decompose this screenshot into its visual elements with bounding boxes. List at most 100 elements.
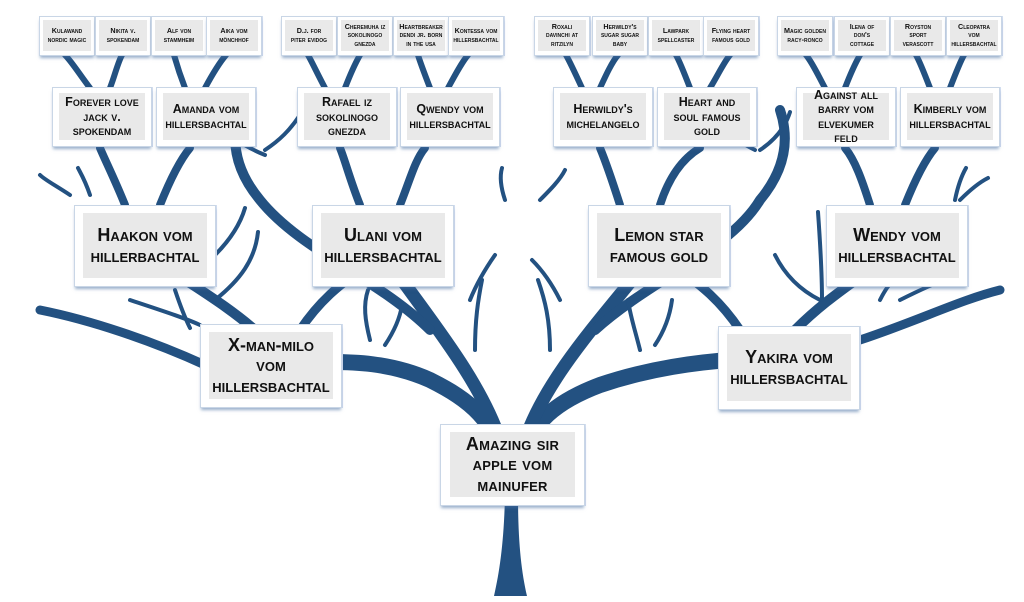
subject-name: Amazing Sir Apple vom Mainufer: [465, 433, 560, 495]
card-panel: Herwildy's Michelangelo: [559, 93, 647, 141]
great-great-grandparent-card[interactable]: Magic Golden Racy-Ronco: [777, 16, 833, 56]
branch-kimberly-to-cleopatra: [947, 52, 967, 91]
great-grandparent-name: Against All Barry vom Elvekumer Feld: [814, 87, 878, 146]
great-grandparent-card[interactable]: Rafael Iz Sokolinogo Gnezda: [297, 87, 397, 147]
grandparent-card[interactable]: Lemon Star Famous Gold: [588, 205, 730, 287]
twig: [363, 288, 372, 342]
great-grandparent-card[interactable]: Herwildy's Michelangelo: [553, 87, 653, 147]
great-grandparent-card[interactable]: Against All Barry vom Elvekumer Feld: [796, 87, 896, 147]
dam-name: Yakira vom Hillersbachtal: [730, 346, 848, 388]
twig: [758, 110, 792, 152]
great-grandparent-card[interactable]: Heart And Soul Famous Gold: [657, 87, 757, 147]
great-great-grandparent-name: Alf von Stammheim: [163, 26, 195, 44]
twig: [128, 298, 202, 327]
twig: [468, 253, 497, 302]
twig: [626, 298, 642, 352]
card-panel: Amanda vom Hillersbachtal: [162, 93, 250, 141]
card-panel: Wendy vom Hillersbachtal: [835, 213, 959, 278]
twig: [263, 113, 302, 152]
twig: [538, 168, 567, 202]
great-grandparent-name: Forever Love Jack v. Spokendam: [65, 95, 139, 138]
great-grandparent-name: Heart And Soul Famous Gold: [673, 95, 741, 138]
great-great-grandparent-name: Flying Heart Famous Gold: [711, 26, 751, 44]
twig: [653, 298, 674, 347]
card-panel: X-Man-Milo vom Hillersbachtal: [209, 332, 333, 399]
sire-card[interactable]: X-Man-Milo vom Hillersbachtal: [200, 324, 342, 408]
great-great-grandparent-card[interactable]: Roxali Davinchi at Ritzilyn: [534, 16, 590, 56]
card-panel: Herwildy's Sugar Sugar Baby: [596, 20, 644, 52]
great-great-grandparent-card[interactable]: D.J. for Piter Evidog: [281, 16, 337, 56]
card-panel: Kontessa vom Hillersbachtal: [452, 20, 500, 52]
great-great-grandparent-card[interactable]: Cleopatra vom Hillersbachtal: [946, 16, 1002, 56]
great-great-grandparent-name: Kulawand Nordic Magic: [47, 26, 87, 44]
dam-card[interactable]: Yakira vom Hillersbachtal: [718, 326, 860, 410]
card-panel: Kimberly vom Hillersbachtal: [906, 93, 994, 141]
great-grandparent-card[interactable]: Qwendy vom Hillersbachtal: [400, 87, 500, 147]
branch-rafael-to-dj: [305, 52, 328, 91]
great-great-grandparent-name: Aika vom Mönchhof: [219, 26, 249, 44]
grandparent-name: Lemon Star Famous Gold: [609, 224, 709, 266]
card-panel: Alf von Stammheim: [155, 20, 203, 52]
branch-kimberly-to-royston: [913, 52, 933, 91]
card-panel: Cleopatra vom Hillersbachtal: [950, 20, 998, 52]
card-panel: Royston Sport Verascott: [894, 20, 942, 52]
card-panel: Ulani vom Hillersbachtal: [321, 213, 445, 278]
card-panel: Qwendy vom Hillersbachtal: [406, 93, 494, 141]
great-great-grandparent-name: Kontessa vom Hillersbachtal: [453, 26, 499, 44]
twig: [213, 206, 247, 257]
grandparent-card[interactable]: Wendy vom Hillersbachtal: [826, 205, 968, 287]
great-great-grandparent-name: D.J. for Piter Evidog: [290, 26, 328, 44]
grandparent-card[interactable]: Ulani vom Hillersbachtal: [312, 205, 454, 287]
card-panel: Amazing Sir Apple vom Mainufer: [449, 432, 576, 497]
great-great-grandparent-card[interactable]: Alf von Stammheim: [151, 16, 207, 56]
branch-wendy-to-against: [841, 144, 874, 209]
branch-qwendy-to-heartbreaker: [415, 52, 433, 91]
great-great-grandparent-card[interactable]: Nikita v. Spokendam: [95, 16, 151, 56]
twig: [953, 166, 968, 202]
card-panel: Cheremuha Iz Sokolinogo Gnezda: [341, 20, 389, 52]
branch-haakon-to-amanda: [156, 144, 194, 209]
card-panel: Rafael Iz Sokolinogo Gnezda: [303, 93, 391, 141]
great-great-grandparent-card[interactable]: Aika vom Mönchhof: [206, 16, 262, 56]
great-great-grandparent-name: Herwildy's Sugar Sugar Baby: [600, 21, 640, 49]
branch-amanda-to-alf: [171, 52, 188, 91]
card-panel: Against All Barry vom Elvekumer Feld: [802, 88, 890, 145]
grandparent-name: Ulani vom Hillersbachtal: [324, 224, 442, 266]
twig: [530, 258, 562, 302]
great-great-grandparent-card[interactable]: Royston Sport Verascott: [890, 16, 946, 56]
great-grandparent-name: Herwildy's Michelangelo: [566, 102, 640, 131]
branch-wendy-to-kimberly: [901, 144, 939, 209]
twig: [958, 176, 990, 202]
branch-forever-to-nikita: [107, 52, 125, 91]
branch-against-to-magic: [803, 52, 828, 91]
grandparent-name: Wendy vom Hillersbachtal: [838, 224, 956, 266]
great-great-grandparent-card[interactable]: Cheremuha Iz Sokolinogo Gnezda: [337, 16, 393, 56]
branch-haakon-to-forever: [96, 144, 129, 209]
grandparent-card[interactable]: Haakon vom Hillerbachtal: [74, 205, 216, 287]
great-great-grandparent-card[interactable]: Ilena of Don's Cottage: [834, 16, 890, 56]
branch-left-outer: [35, 305, 210, 370]
branch-against-to-ilena: [842, 52, 863, 91]
great-grandparent-card[interactable]: Kimberly vom Hillersbachtal: [900, 87, 1000, 147]
card-panel: Lawpark Spellcaster: [652, 20, 700, 52]
sire-name: X-Man-Milo vom Hillersbachtal: [212, 334, 330, 396]
great-great-grandparent-card[interactable]: Herwildy's Sugar Sugar Baby: [592, 16, 648, 56]
great-grandparent-card[interactable]: Forever Love Jack v. Spokendam: [52, 87, 152, 147]
great-great-grandparent-name: Cleopatra vom Hillersbachtal: [951, 21, 997, 49]
branch-heart-to-flying: [707, 52, 733, 91]
card-panel: Flying Heart Famous Gold: [707, 20, 755, 52]
great-great-grandparent-card[interactable]: Flying Heart Famous Gold: [703, 16, 759, 56]
great-great-grandparent-card[interactable]: Heartbreaker Dendi Jr. Born in the USA: [393, 16, 449, 56]
branch-qwendy-to-kontessa: [445, 52, 471, 91]
great-great-grandparent-card[interactable]: Kontessa vom Hillersbachtal: [448, 16, 504, 56]
great-grandparent-card[interactable]: Amanda vom Hillersbachtal: [156, 87, 256, 147]
great-great-grandparent-card[interactable]: Lawpark Spellcaster: [648, 16, 704, 56]
twig: [213, 230, 260, 302]
great-great-grandparent-card[interactable]: Kulawand Nordic Magic: [39, 16, 95, 56]
great-grandparent-name: Rafael Iz Sokolinogo Gnezda: [315, 95, 378, 138]
great-great-grandparent-name: Royston Sport Verascott: [902, 21, 934, 49]
twig: [173, 288, 192, 330]
card-panel: Magic Golden Racy-Ronco: [781, 20, 829, 52]
subject-card[interactable]: Amazing Sir Apple vom Mainufer: [440, 424, 585, 506]
card-panel: Nikita v. Spokendam: [99, 20, 147, 52]
